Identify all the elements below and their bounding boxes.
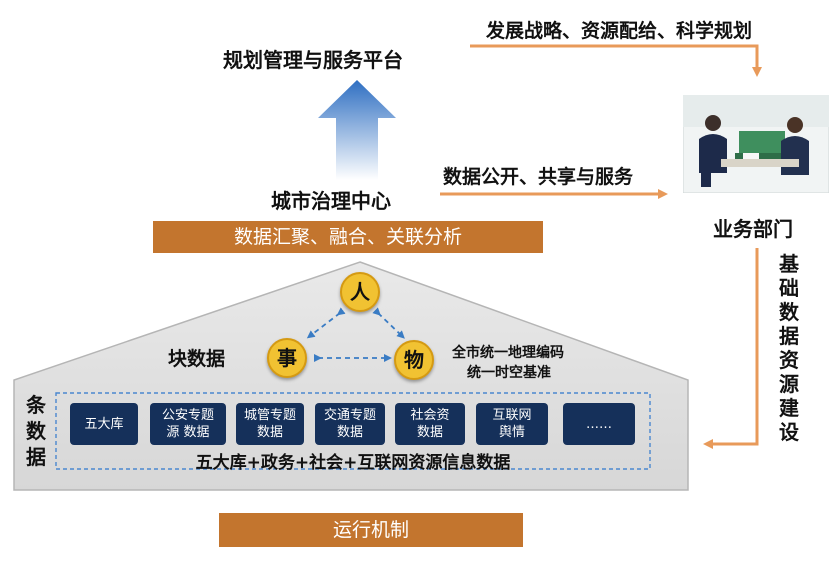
top-orange-arrow [470, 44, 762, 77]
box-line1: 公安专题 [161, 408, 214, 423]
strip-data-container [55, 392, 651, 470]
strip-label-char: 数 [26, 419, 46, 443]
strip-data-caption: 五大库+政务+社会+互联网资源信息数据 [195, 453, 511, 473]
side-label-char: 数 [779, 300, 799, 324]
top-arrow-label: 发展战略、资源配给、科学规划 [486, 20, 753, 42]
data-box-internet: 互联网 舆情 [476, 403, 548, 445]
meeting-illustration [682, 94, 830, 194]
side-orange-arrow [703, 248, 759, 449]
side-label-char: 资 [779, 348, 799, 372]
time-space-note: 统一时空基准 [467, 365, 551, 381]
box-line2: 源 数据 [166, 425, 210, 440]
side-label-char: 建 [779, 396, 799, 420]
middle-arrow-label: 数据公开、共享与服务 [443, 166, 634, 188]
box-line2: 数据 [416, 425, 443, 440]
box-line2: 数据 [256, 425, 283, 440]
data-box-social: 社会资 数据 [395, 403, 465, 445]
side-label-char: 础 [779, 276, 799, 300]
side-label-char: 基 [779, 252, 799, 276]
mechanism-banner: 运行机制 [219, 513, 523, 547]
data-box-more: …… [563, 403, 635, 445]
node-object: 物 [394, 340, 434, 380]
strip-label-char: 据 [26, 445, 46, 469]
connector-person-event [306, 307, 346, 339]
box-line1: 城管专题 [243, 408, 296, 423]
geo-code-note: 全市统一地理编码 [452, 345, 564, 361]
strip-label-char: 条 [26, 393, 46, 417]
box-line2: 舆情 [498, 425, 525, 440]
box-line1: 交通专题 [323, 408, 376, 423]
governance-title: 城市治理中心 [271, 189, 391, 213]
upward-arrow [318, 80, 396, 180]
governance-banner: 数据汇聚、融合、关联分析 [153, 221, 543, 253]
block-data-label: 块数据 [168, 348, 226, 370]
side-label-char: 设 [779, 420, 799, 444]
box-line1: …… [586, 416, 612, 432]
box-line1: 互联网 [492, 408, 532, 423]
connector-person-object [372, 307, 405, 339]
data-box-police: 公安专题 源 数据 [150, 403, 226, 445]
data-box-traffic: 交通专题 数据 [315, 403, 385, 445]
node-person: 人 [340, 272, 380, 312]
department-label: 业务部门 [713, 217, 793, 241]
box-line1: 社会资 [410, 408, 450, 423]
side-label-char: 据 [779, 324, 799, 348]
side-label-char: 源 [779, 372, 799, 396]
department-picture [682, 94, 830, 194]
box-line2: 数据 [336, 425, 363, 440]
data-box-five-libraries: 五大库 [70, 403, 138, 445]
side-arrow-label: 基 础 数 据 资 源 建 设 [776, 252, 802, 444]
box-line1: 五大库 [84, 416, 124, 432]
platform-title: 规划管理与服务平台 [223, 48, 403, 72]
data-box-urban: 城管专题 数据 [236, 403, 304, 445]
strip-data-label: 条 数 据 [24, 392, 48, 470]
node-event: 事 [267, 338, 307, 378]
